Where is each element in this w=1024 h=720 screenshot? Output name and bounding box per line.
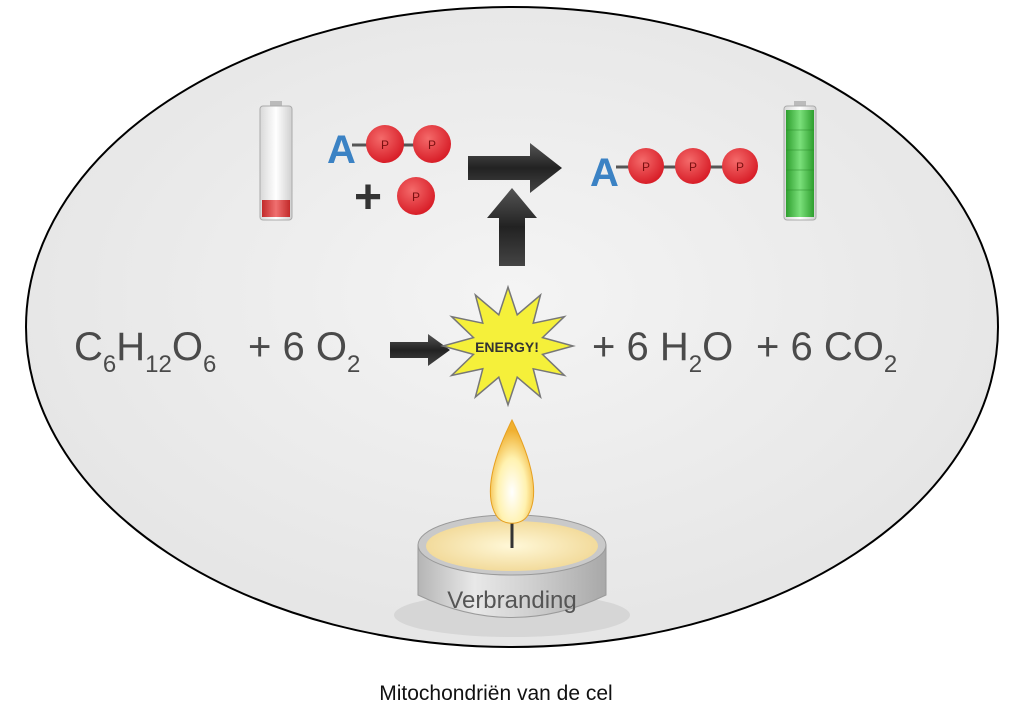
phosphate-ball: [366, 125, 404, 163]
phosphate-letter: P: [736, 160, 744, 174]
phosphate-ball: [722, 148, 758, 184]
free-phosphate: + P: [354, 171, 435, 224]
adenosine-letter: A: [590, 151, 619, 195]
phosphate-letter: P: [689, 160, 697, 174]
energy-label: ENERGY!: [475, 339, 539, 355]
plus-sign: +: [354, 171, 382, 224]
arrow-icon: [487, 188, 537, 266]
adp-molecule: A P P: [327, 125, 451, 172]
oxygen-term: + 6 O2: [248, 325, 360, 378]
phosphate-letter: P: [428, 138, 436, 152]
battery-low-icon: [259, 101, 293, 221]
adenosine-letter: A: [327, 128, 356, 172]
glucose-formula: C6H12O6: [74, 325, 216, 378]
phosphate-ball: [628, 148, 664, 184]
arrow-icon: [468, 143, 562, 193]
water-term: + 6 H2O: [592, 325, 733, 378]
phosphate-ball: [675, 148, 711, 184]
phosphate-letter: P: [642, 160, 650, 174]
tealight-candle-icon: Verbranding: [394, 418, 630, 637]
co2-term: + 6 CO2: [756, 325, 897, 378]
phosphate-letter: P: [412, 190, 420, 204]
phosphate-ball: [397, 177, 435, 215]
atp-molecule: A P P P: [590, 148, 758, 195]
energy-starburst-icon: ENERGY!: [440, 284, 576, 408]
phosphate-letter: P: [381, 138, 389, 152]
caption: Mitochondriën van de cel: [379, 682, 612, 705]
battery-full-icon: [783, 101, 817, 221]
candle-label: Verbranding: [447, 587, 576, 614]
phosphate-ball: [413, 125, 451, 163]
arrow-icon: [390, 334, 450, 366]
